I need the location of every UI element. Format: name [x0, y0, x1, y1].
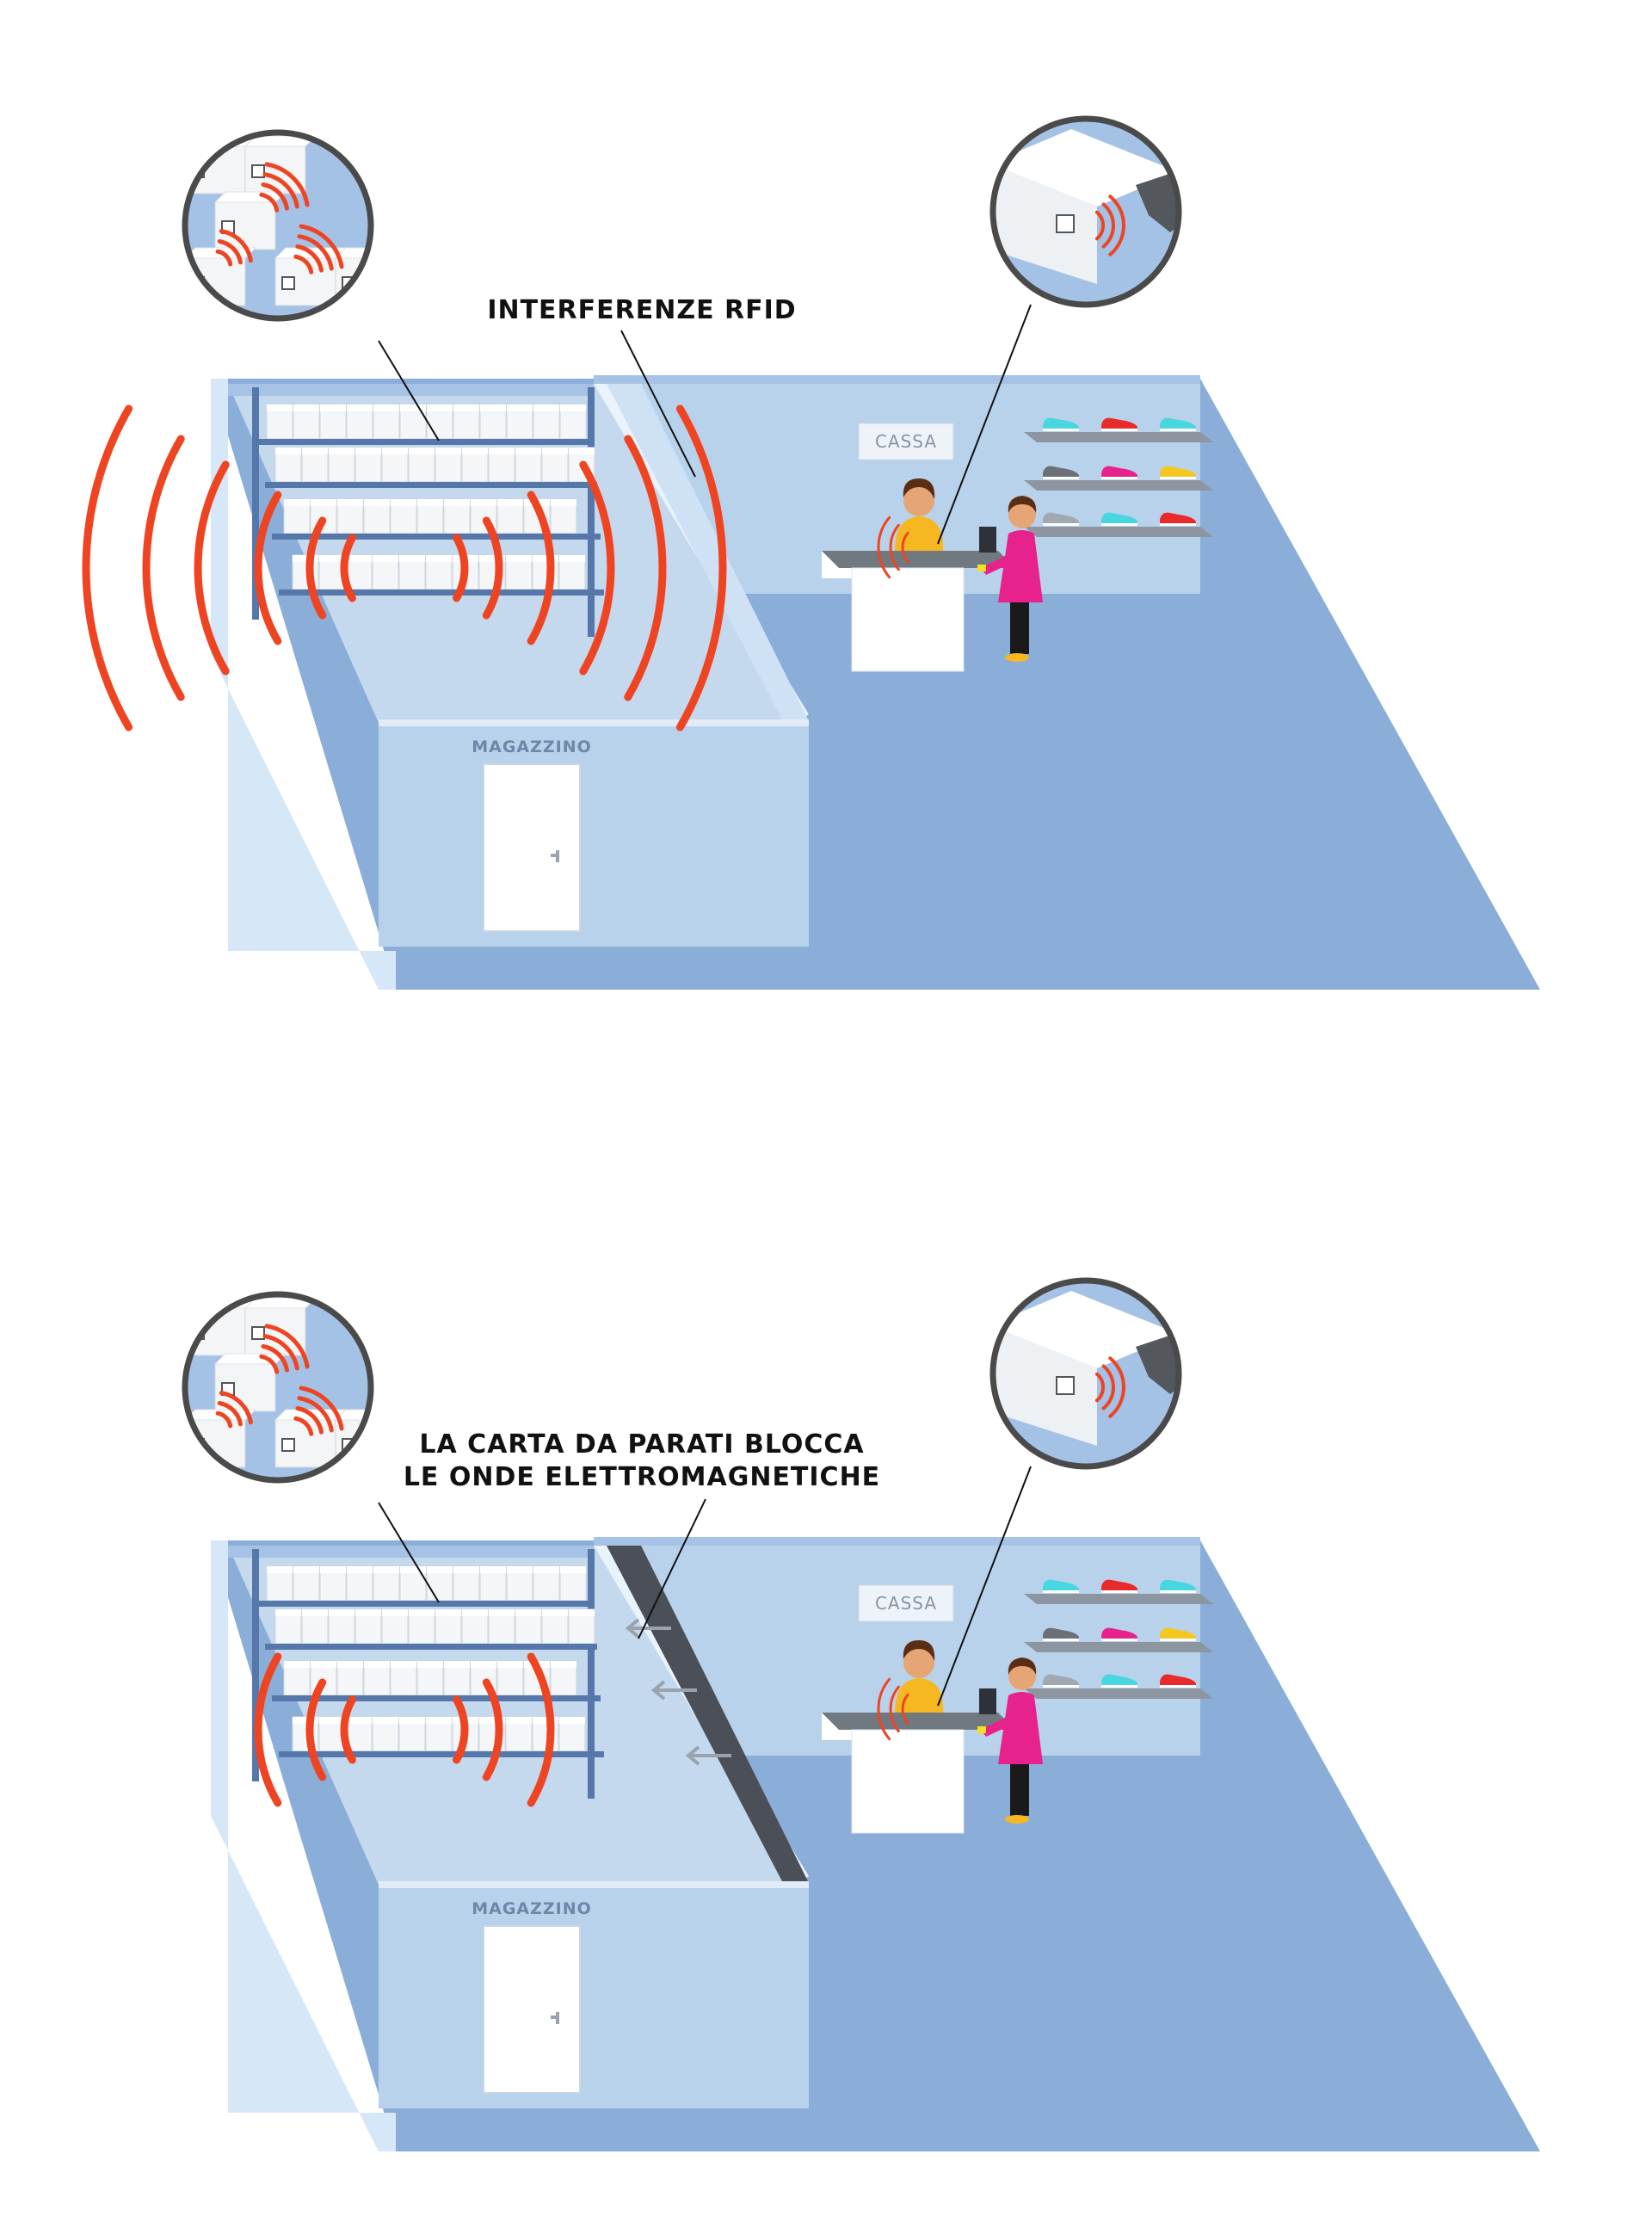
- scanner-wave: [877, 1677, 891, 1741]
- storeroom-shelf: [252, 1549, 604, 1799]
- reader-wave: [1101, 1364, 1116, 1410]
- rfid-tag-icon: [1056, 214, 1075, 233]
- storeroom-front-wall: [379, 1885, 809, 2108]
- tag-wave: [264, 1324, 310, 1369]
- left-wall: [211, 1540, 396, 2151]
- caption-line-1: INTERFERENZE RFID: [487, 295, 796, 325]
- tag-wave: [261, 1344, 289, 1373]
- reader-wave: [1094, 1372, 1106, 1403]
- tag-wave: [259, 192, 280, 213]
- rfid-wave: [675, 404, 727, 731]
- cashier-sign: CASSA: [875, 1593, 937, 1614]
- panel-1: MAGAZZINO CASSA INTERFERENZE RFID: [82, 115, 1540, 990]
- rfid-wave: [527, 1652, 555, 1807]
- tag-wave: [295, 244, 324, 273]
- magnifier-checkout-reader: [989, 115, 1182, 308]
- storeroom-front-wall: [379, 723, 809, 947]
- tag-wave: [215, 1410, 233, 1429]
- tag-wave: [259, 1354, 280, 1374]
- rfid-tag-icon: [251, 164, 265, 178]
- arrow-left-icon: [685, 1745, 731, 1766]
- scanner-wave: [889, 523, 900, 571]
- reader-wave: [1094, 210, 1106, 241]
- tag-wave: [219, 1391, 253, 1425]
- scanner-wave: [901, 1693, 909, 1725]
- rfid-wave: [254, 1652, 282, 1807]
- rfid-wave: [527, 491, 555, 645]
- tag-wave: [262, 1334, 299, 1371]
- scanner-wave: [877, 515, 891, 579]
- left-wall: [211, 379, 396, 990]
- caption-line-2: LE ONDE ELETTROMAGNETICHE: [404, 1462, 880, 1492]
- rfid-tag-icon: [1056, 1376, 1075, 1395]
- tag-wave: [297, 1396, 334, 1433]
- rfid-wave: [305, 1678, 327, 1781]
- arrow-left-icon: [625, 1618, 671, 1639]
- tag-wave: [299, 1386, 344, 1431]
- arrow-left-icon: [650, 1680, 697, 1701]
- storeroom-label: MAGAZZINO: [472, 738, 592, 756]
- storeroom-partition-wall: [607, 384, 809, 721]
- rfid-wave: [340, 1695, 356, 1764]
- shoe-display: [1024, 417, 1213, 537]
- caption: INTERFERENZE RFID: [487, 295, 796, 325]
- magnifier-storeroom-tags: [182, 1291, 374, 1484]
- reader-wave: [1108, 1356, 1126, 1418]
- magnifier-storeroom-tags: [182, 129, 374, 322]
- tag-wave: [219, 229, 253, 263]
- rfid-wave: [194, 460, 230, 676]
- tag-wave: [217, 1401, 243, 1427]
- tag-wave: [293, 1416, 314, 1436]
- reader-wave: [1101, 202, 1116, 249]
- storeroom-label: MAGAZZINO: [472, 1899, 592, 1918]
- door-icon: [483, 1925, 581, 2094]
- tag-wave: [217, 239, 243, 265]
- rfid-wave: [453, 534, 469, 602]
- rfid-wave: [453, 1695, 469, 1764]
- rfid-reader-icon: [1136, 1330, 1179, 1394]
- rfid-tag-icon: [251, 1326, 265, 1340]
- tag-wave: [299, 224, 344, 269]
- magnifier-checkout-reader: [989, 1277, 1182, 1470]
- rfid-tag-icon: [281, 1438, 295, 1452]
- door-icon: [483, 763, 581, 932]
- tag-wave: [293, 254, 314, 275]
- rfid-wave: [340, 534, 356, 602]
- rfid-wave: [254, 491, 282, 645]
- rfid-wave: [82, 404, 133, 731]
- tag-wave: [297, 234, 334, 271]
- tag-wave: [261, 182, 289, 211]
- rfid-wave: [624, 435, 667, 701]
- tag-wave: [215, 249, 233, 267]
- storeroom-shelf: [252, 387, 604, 637]
- rfid-wave: [305, 516, 327, 620]
- caption-line-1: LA CARTA DA PARATI BLOCCA: [419, 1429, 864, 1460]
- rfid-wave: [482, 516, 503, 620]
- rfid-tag-icon: [281, 276, 295, 290]
- tag-wave: [295, 1406, 324, 1435]
- rfid-wave: [142, 435, 185, 701]
- rfid-wave: [482, 1678, 503, 1781]
- reader-wave: [1108, 194, 1126, 256]
- cashier-sign: CASSA: [875, 431, 937, 452]
- panel-2: MAGAZZINO CASSA LA CARTA DA PARATI BLOCCAL…: [182, 1277, 1540, 2151]
- scanner-wave: [901, 531, 909, 564]
- rfid-wave: [579, 460, 615, 676]
- scanner-wave: [889, 1685, 900, 1733]
- rfid-reader-icon: [1136, 168, 1179, 232]
- tag-wave: [264, 162, 310, 207]
- tag-wave: [262, 172, 299, 209]
- shoe-display: [1024, 1579, 1213, 1699]
